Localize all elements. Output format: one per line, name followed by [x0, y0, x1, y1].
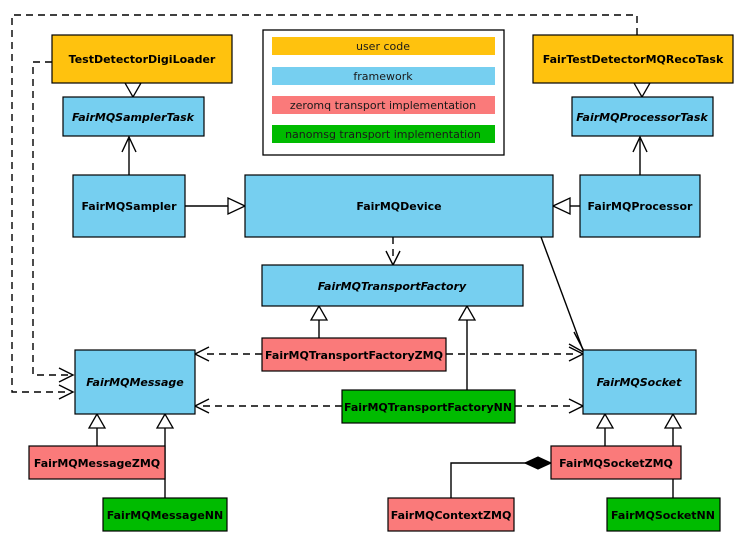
node-label-fairmqcontextzmq: FairMQContextZMQ — [391, 509, 512, 522]
edge-device-to-socket — [540, 236, 587, 355]
node-fairmqprocessor[interactable]: FairMQProcessor — [579, 174, 701, 238]
node-label-testdetectordigiloader: TestDetectorDigiLoader — [69, 53, 216, 66]
edge-contextzmq-to-socketzmq — [450, 456, 553, 498]
node-fairmqtransportfactorynn[interactable]: FairMQTransportFactoryNN — [341, 389, 516, 424]
edge-sampler-to-samplertask — [121, 135, 137, 175]
edge-device-to-transportfactory — [385, 237, 401, 267]
edge-digiloader-to-samplertask — [123, 82, 143, 99]
node-label-fairmqsocketnn: FairMQSocketNN — [611, 509, 715, 522]
edge-tfzmq-to-transportfactory — [309, 304, 329, 338]
node-layer: TestDetectorDigiLoader FairTestDetectorM… — [28, 34, 734, 532]
edge-socketzmq-to-socket — [595, 412, 615, 446]
legend-label-framework: framework — [353, 70, 413, 83]
node-label-fairmqmessagenn: FairMQMessageNN — [107, 509, 223, 522]
edge-recotask-to-message — [11, 14, 638, 400]
node-label-fairmqdevice: FairMQDevice — [356, 200, 441, 213]
node-fairmqcontextzmq[interactable]: FairMQContextZMQ — [387, 497, 515, 532]
legend-item-framework: framework — [272, 67, 495, 85]
edge-sampler-to-device — [185, 196, 247, 216]
node-label-fairmqsocket: FairMQSocket — [597, 376, 683, 389]
node-fairmqsamplertask[interactable]: FairMQSamplerTask — [62, 96, 205, 137]
node-fairmqmessagezmq[interactable]: FairMQMessageZMQ — [28, 445, 166, 480]
node-fairmqtransportfactory[interactable]: FairMQTransportFactory — [261, 264, 524, 307]
node-label-fairmqtransportfactory: FairMQTransportFactory — [318, 280, 467, 293]
legend-item-zeromq: zeromq transport implementation — [272, 96, 495, 114]
node-label-fairmqtransportfactorynn: FairMQTransportFactoryNN — [344, 401, 512, 414]
edge-processor-to-device — [551, 196, 580, 216]
node-testdetectordigiloader[interactable]: TestDetectorDigiLoader — [51, 34, 233, 84]
node-label-fairtestdetectormqrecotask: FairTestDetectorMQRecoTask — [543, 53, 724, 66]
node-label-fairmqprocessortask: FairMQProcessorTask — [576, 111, 708, 124]
edge-recotask-to-processortask — [632, 82, 652, 99]
legend-label-zeromq: zeromq transport implementation — [290, 99, 476, 112]
edge-tfnn-to-transportfactory — [457, 304, 477, 390]
legend-label-nanomsg: nanomsg transport implementation — [285, 128, 481, 141]
legend-label-user-code: user code — [356, 40, 410, 53]
edge-tfnn-to-message — [193, 398, 342, 414]
legend: user code framework zeromq transport imp… — [262, 29, 505, 156]
edge-messagezmq-to-message — [87, 412, 107, 446]
node-label-fairmqsamplertask: FairMQSamplerTask — [72, 111, 195, 124]
node-label-fairmqmessage: FairMQMessage — [86, 376, 184, 389]
node-label-fairmqprocessor: FairMQProcessor — [588, 200, 693, 213]
node-fairmqsocketzmq[interactable]: FairMQSocketZMQ — [550, 445, 682, 480]
node-fairmqmessagenn[interactable]: FairMQMessageNN — [102, 497, 228, 532]
node-label-fairmqsocketzmq: FairMQSocketZMQ — [559, 457, 673, 470]
node-label-fairmqsampler: FairMQSampler — [81, 200, 177, 213]
node-fairmqsocketnn[interactable]: FairMQSocketNN — [606, 497, 721, 532]
edge-layer — [11, 14, 683, 498]
edge-digiloader-to-message — [32, 61, 75, 383]
node-fairmqsocket[interactable]: FairMQSocket — [582, 349, 697, 415]
node-fairtestdetectormqrecotask[interactable]: FairTestDetectorMQRecoTask — [532, 34, 734, 84]
edge-tfnn-to-socket — [515, 398, 585, 414]
node-fairmqmessage[interactable]: FairMQMessage — [74, 349, 196, 415]
legend-item-user-code: user code — [272, 37, 495, 55]
node-fairmqdevice[interactable]: FairMQDevice — [244, 174, 554, 238]
edge-processor-to-processortask — [632, 135, 648, 175]
node-fairmqsampler[interactable]: FairMQSampler — [72, 174, 186, 238]
edge-tfzmq-to-message — [193, 346, 262, 362]
node-fairmqprocessortask[interactable]: FairMQProcessorTask — [571, 96, 714, 137]
node-fairmqtransportfactoryzmq[interactable]: FairMQTransportFactoryZMQ — [261, 337, 447, 372]
legend-item-nanomsg: nanomsg transport implementation — [272, 125, 495, 143]
node-label-fairmqmessagezmq: FairMQMessageZMQ — [34, 457, 160, 470]
node-label-fairmqtransportfactoryzmq: FairMQTransportFactoryZMQ — [265, 349, 443, 362]
